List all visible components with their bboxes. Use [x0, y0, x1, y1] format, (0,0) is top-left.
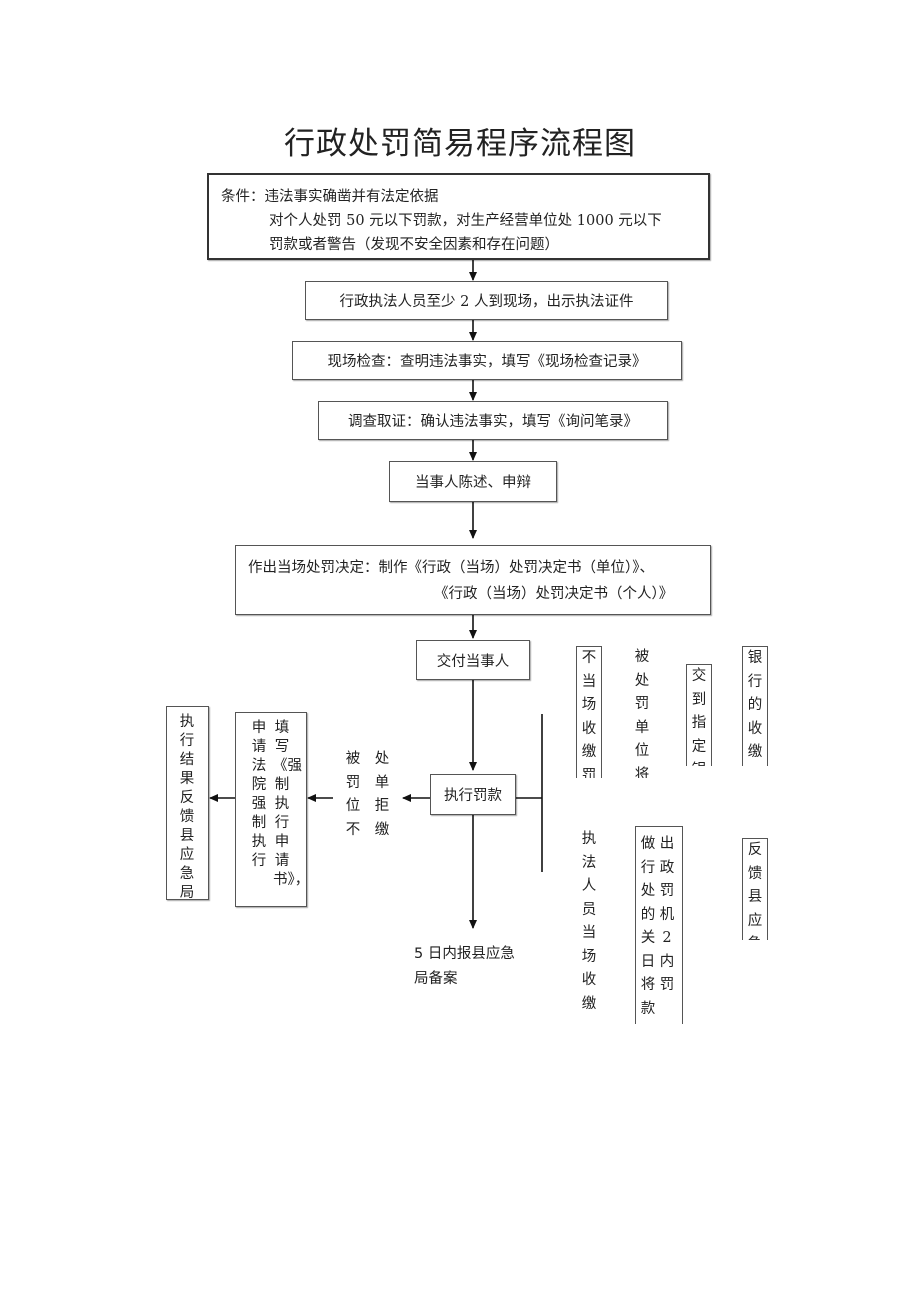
- feedback-text: 执行结果反馈县应急局: [179, 714, 195, 901]
- not-on-site-text: 不当场收缴罚款: [581, 650, 597, 778]
- step-investigation-label: 调查取证：确认违法事实，填写《询问笔录》: [348, 414, 638, 430]
- decision-line-1: 作出当场处罚决定：制作《行政（当场）处罚决定书（单位）》、: [248, 560, 654, 576]
- refuse-text-col-2: 处单拒缴: [374, 751, 390, 838]
- fill-text-col-1: 填写《强制执行申请书》，: [273, 720, 310, 888]
- deposit-text-col-1: 做行处的关日将款: [640, 836, 656, 1017]
- step-inspection-label: 现场检查：查明违法事实，填写《现场检查记录》: [327, 354, 647, 370]
- report-line-2: 局备案: [414, 971, 458, 987]
- deposit-fine-box: 做行处的关日将款 出政罚机2内罚: [635, 826, 683, 1024]
- step-execute-label: 执行罚款: [444, 788, 502, 804]
- decision-line-2: 《行政（当场）处罚决定书（个人）》: [434, 586, 674, 602]
- enforcement-application-box: 填写《强制执行申请书》， 申请法院强制执行: [235, 712, 310, 907]
- step-party-statement: 当事人陈述、申辩: [389, 461, 557, 502]
- feedback-result-box: 执行结果反馈县应急局: [166, 706, 209, 901]
- step-statement-label: 当事人陈述、申辩: [415, 475, 531, 491]
- fill-text-col-2: 申请法院强制执行: [251, 720, 267, 869]
- step-investigation: 调查取证：确认违法事实，填写《询问笔录》: [318, 401, 668, 440]
- bank-collection-box: 银行的收缴情: [742, 646, 768, 766]
- step-site-inspection: 现场检查：查明违法事实，填写《现场检查记录》: [292, 341, 682, 380]
- report-line-1: 5 日内报县应急: [414, 946, 515, 962]
- step-arrive-label: 行政执法人员至少 2 人到现场，出示执法证件: [339, 294, 634, 310]
- feedback-county-box: 反馈县应急: [742, 838, 768, 940]
- page-title: 行政处罚简易程序流程图: [284, 126, 636, 162]
- conditions-line-2: 对个人处罚 50 元以下罚款，对生产经营单位处 1000 元以下: [269, 213, 662, 229]
- step-report-filing: 5 日内报县应急 局备案: [414, 942, 515, 992]
- bank-collection-text: 银行的收缴情: [747, 650, 763, 760]
- conditions-box: 条件：违法事实确凿并有法定依据 对个人处罚 50 元以下罚款，对生产经营单位处 …: [207, 173, 710, 260]
- conditions-line-1: 条件：违法事实确凿并有法定依据: [221, 189, 439, 205]
- unit-pays-text: 被处罚单位将罚: [634, 649, 650, 778]
- step-deliver-to-party: 交付当事人: [416, 640, 530, 680]
- refuse-text-col-1: 被罚位不: [345, 751, 361, 838]
- deposit-text-col-2: 出政罚机2内罚: [659, 836, 675, 993]
- feedback-county-text: 反馈县应急: [747, 842, 763, 940]
- step-penalty-decision: 作出当场处罚决定：制作《行政（当场）处罚决定书（单位）》、 《行政（当场）处罚决…: [235, 545, 711, 615]
- step-deliver-label: 交付当事人: [436, 653, 510, 670]
- step-arrive-on-site: 行政执法人员至少 2 人到现场，出示执法证件: [305, 281, 668, 320]
- not-on-site-collection-box: 不当场收缴罚款: [576, 646, 602, 778]
- on-site-collection-text: 执法人员当场收缴罚: [581, 831, 597, 1010]
- conditions-line-3: 罚款或者警告（发现不安全因素和存在问题）: [269, 237, 559, 253]
- step-execute-fine: 执行罚款: [430, 774, 516, 815]
